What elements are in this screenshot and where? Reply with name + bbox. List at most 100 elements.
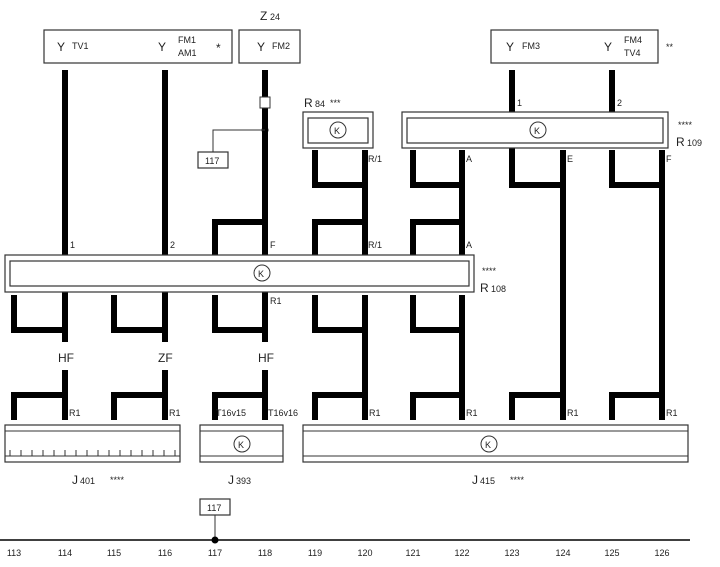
amplifier-icon: K [253,264,271,282]
wire [509,392,560,420]
wire-label-zf: ZF [158,351,173,365]
pin-label: A [466,240,472,250]
pin-label: T16v15 [216,408,246,418]
wire [212,219,262,255]
column-number: 116 [158,548,172,558]
column-number: 122 [454,548,469,558]
label-r109-stars: **** [678,120,693,130]
footnote-star: * [216,41,221,55]
label-fm2: FM2 [272,41,290,51]
svg-text:K: K [534,126,540,136]
label-j401-sub: 401 [80,476,95,486]
pin-label: R1 [270,296,282,306]
label-tv1: TV1 [72,41,89,51]
antenna-icon: Y [158,40,166,54]
wire [410,219,459,255]
column-number: 113 [7,548,21,558]
label-fm1: FM1 [178,35,196,45]
pin-label: T16v16 [268,408,298,418]
pin-label: F [666,154,672,164]
svg-text:K: K [485,440,491,450]
pin-label: R/1 [368,240,382,250]
pin-label: E [567,154,573,164]
pin-label-r1: R1 [666,408,678,418]
wire [312,295,362,333]
wire [11,295,62,333]
wire [410,150,459,188]
pin-label: 1 [517,98,522,108]
reference-label: 117 [207,503,221,513]
column-number: 117 [208,548,222,558]
junction-dot [211,536,219,544]
wire [509,70,560,188]
column-number: 125 [604,548,619,558]
pin-label-r1: R1 [369,408,381,418]
label-r84: R [304,96,313,110]
label-r84-stars: *** [330,98,341,108]
wire [609,392,659,420]
label-r108-sub: 108 [491,284,506,294]
label-r84-sub: 84 [315,99,325,109]
column-number: 123 [504,548,519,558]
label-j415: J [472,473,478,487]
svg-text:K: K [238,440,244,450]
wires [11,70,665,420]
antenna-icon: Y [506,40,514,54]
pin-label-r1: R1 [466,408,478,418]
wire-label-hf: HF [258,351,274,365]
column-number: 114 [58,548,72,558]
label-r109: R [676,135,685,149]
antenna-box-fm3-fm4 [490,29,659,64]
label-z-sub: 24 [270,12,280,22]
label-fm4: FM4 [624,35,642,45]
antenna-box-z24 [238,29,301,64]
pin-label: 1 [70,240,75,250]
pin-label-r1: R1 [69,408,81,418]
column-number: 121 [405,548,420,558]
pin-label: 2 [170,240,175,250]
column-number: 119 [308,548,322,558]
wire [111,392,162,420]
antenna-icon: Y [604,40,612,54]
wire [212,392,262,420]
pin-label-r1: R1 [169,408,181,418]
column-number: 126 [654,548,669,558]
connector-ticks [9,450,176,456]
connector-icon [259,96,271,109]
reference-box-117 [197,151,229,169]
wire [609,70,660,188]
wire [312,392,362,420]
wire [410,392,459,420]
column-number: 115 [107,548,121,558]
wire [111,295,162,333]
amplifier-icon: K [529,121,547,139]
amplifier-icon: K [480,435,498,453]
amplifier-icon: K [233,435,251,453]
column-number: 118 [258,548,272,558]
column-number: 124 [555,548,570,558]
label-r109-sub: 109 [687,138,702,148]
label-fm3: FM3 [522,41,540,51]
wire [11,392,62,420]
label-j401-stars: **** [110,475,125,485]
label-j393: J [228,473,234,487]
amplifier-icon: K [329,121,347,139]
label-j415-sub: 415 [480,476,495,486]
label-j393-sub: 393 [236,476,251,486]
label-z: Z [260,9,267,23]
svg-text:K: K [258,269,264,279]
wire [212,295,262,333]
wire [312,219,362,255]
pin-label: F [270,240,276,250]
module-r108-inner [9,260,470,287]
pin-label: A [466,154,472,164]
label-tv4: TV4 [624,48,641,58]
wire [312,150,362,188]
label-r108-stars: **** [482,266,497,276]
footnote-stars: ** [666,42,674,52]
reference-label: 117 [205,156,219,166]
label-j401: J [72,473,78,487]
label-j415-stars: **** [510,475,525,485]
antenna-icon: Y [257,40,265,54]
